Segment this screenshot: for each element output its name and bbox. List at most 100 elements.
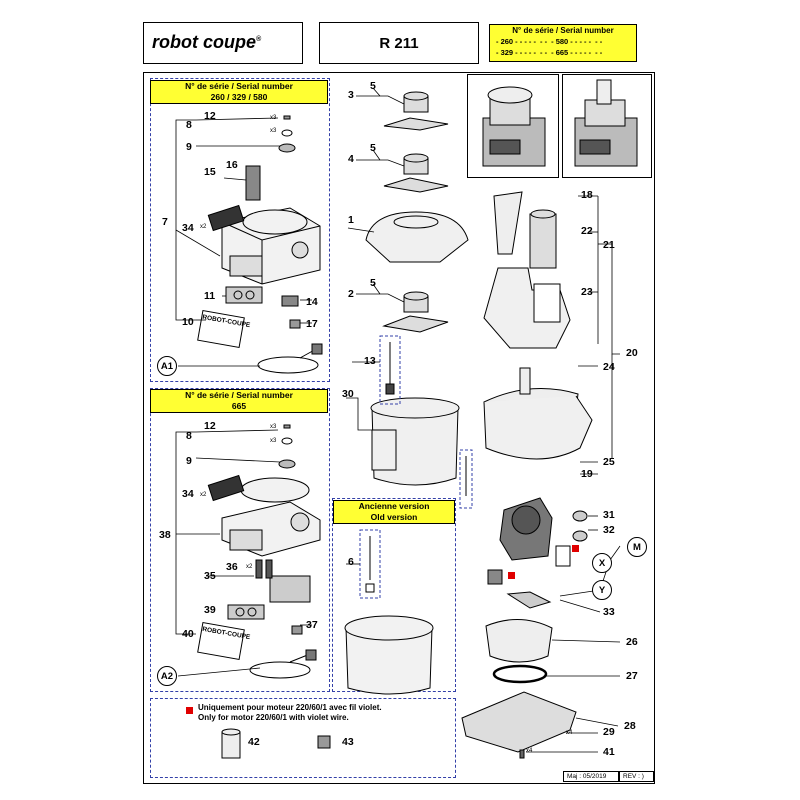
serial-row: - 260 - - - - - - - - 580 - - - - - - - bbox=[494, 36, 604, 47]
callout: 17 bbox=[306, 318, 318, 330]
serial-cell: - 665 - - - - - bbox=[551, 48, 592, 57]
foot-41-art bbox=[519, 749, 525, 759]
panel-note bbox=[150, 698, 456, 778]
callout: 32 bbox=[603, 524, 615, 536]
callout: 15 bbox=[204, 166, 216, 178]
grille-2-art bbox=[207, 474, 245, 502]
note-marker-y bbox=[508, 572, 515, 579]
motor-base-1-art bbox=[221, 207, 321, 285]
serial-cell: - - bbox=[540, 48, 548, 57]
panel-title-line1: N° de série / Serial number bbox=[185, 81, 293, 91]
callout: 7 bbox=[162, 216, 168, 228]
serial-cell: - 329 - - - - - bbox=[496, 48, 537, 57]
model-box: R 211 bbox=[319, 22, 479, 64]
shaft-19-art bbox=[459, 449, 473, 509]
callout: 9 bbox=[186, 141, 192, 153]
qty-label: x4 bbox=[566, 730, 573, 736]
serial-cell: - - bbox=[595, 48, 603, 57]
grille-1-art bbox=[207, 204, 245, 232]
callout: 2 bbox=[348, 288, 354, 300]
housing-25-art bbox=[483, 395, 593, 460]
machine-photo-2-art bbox=[574, 79, 638, 167]
panel-bottom-left-title: N° de série / Serial number 665 bbox=[150, 389, 328, 413]
callout: 42 bbox=[248, 736, 260, 748]
ring-26-art bbox=[485, 618, 553, 663]
cable-1-art bbox=[257, 343, 323, 374]
callout: 22 bbox=[581, 225, 593, 237]
callout: 5 bbox=[370, 277, 376, 289]
note-marker-x bbox=[572, 545, 579, 552]
callout: 13 bbox=[364, 355, 376, 367]
pusher-22-art bbox=[529, 209, 557, 269]
callout: 31 bbox=[603, 509, 615, 521]
callout: 33 bbox=[603, 606, 615, 618]
callout: 28 bbox=[624, 720, 636, 732]
callout-a1: A1 bbox=[157, 356, 177, 376]
screw-2-art bbox=[278, 424, 296, 469]
callout: 21 bbox=[603, 239, 615, 251]
cable-2-art bbox=[249, 625, 317, 679]
callout: 16 bbox=[226, 159, 238, 171]
header-serial-title: N° de série / Serial number bbox=[512, 26, 614, 35]
motor-base-2-art bbox=[221, 477, 321, 557]
callout: 12 bbox=[204, 110, 216, 122]
callout: 37 bbox=[306, 619, 318, 631]
base-28-art bbox=[461, 691, 577, 753]
callout: 5 bbox=[370, 142, 376, 154]
qty-label: x2 bbox=[200, 492, 207, 498]
header-serial-table: - 260 - - - - - - - - 580 - - - - - - - … bbox=[494, 36, 604, 58]
panel-top-left bbox=[150, 78, 330, 382]
callout: 9 bbox=[186, 455, 192, 467]
callout: 43 bbox=[342, 736, 354, 748]
panel-top-left-title: N° de série / Serial number 260 / 329 / … bbox=[150, 80, 328, 104]
serial-cell: - - bbox=[595, 37, 603, 46]
relay-1-art bbox=[245, 165, 261, 201]
capacitor-42-art bbox=[221, 728, 241, 759]
logo-box: robot coupe® bbox=[143, 22, 303, 64]
qty-label: x3 bbox=[270, 438, 277, 444]
note-english: Only for motor 220/60/1 with violet wire… bbox=[198, 713, 349, 722]
callout: 19 bbox=[581, 468, 593, 480]
footer-rev: REV : ) bbox=[619, 771, 654, 782]
callout: 36 bbox=[226, 561, 238, 573]
panel-title-line2: 665 bbox=[231, 401, 247, 411]
blade-2-art bbox=[382, 291, 449, 333]
machine-photo-1-art bbox=[482, 86, 546, 167]
footer-date: Maj : 05/2019 bbox=[563, 771, 619, 782]
callout: 6 bbox=[348, 556, 354, 568]
callout: 30 bbox=[342, 388, 354, 400]
panel-bottom-left bbox=[150, 388, 330, 692]
gasket-27-art bbox=[492, 664, 548, 684]
qty-label: x4 bbox=[526, 748, 533, 754]
switch-1-art bbox=[225, 286, 263, 304]
callout: 1 bbox=[348, 214, 354, 226]
bowl-art bbox=[370, 397, 460, 486]
callout: 18 bbox=[581, 189, 593, 201]
bowl-old-art bbox=[344, 615, 434, 695]
serial-row: - 329 - - - - - - - - 665 - - - - - - - bbox=[494, 47, 604, 58]
screw-1-art bbox=[278, 115, 296, 153]
callout: 20 bbox=[626, 347, 638, 359]
switch-2b-art bbox=[227, 604, 265, 620]
callout: 12 bbox=[204, 420, 216, 432]
panel-title-line1: Ancienne version bbox=[358, 501, 430, 511]
callout: 14 bbox=[306, 296, 318, 308]
fan-33-art bbox=[506, 591, 552, 609]
relay-43-art bbox=[317, 735, 331, 749]
callout: 23 bbox=[581, 286, 593, 298]
switch-2-art bbox=[255, 559, 311, 603]
motor-art bbox=[499, 497, 553, 561]
lid-art bbox=[365, 211, 469, 263]
callout: 40 bbox=[182, 628, 194, 640]
capacitor-31-art bbox=[572, 510, 588, 542]
callout: 5 bbox=[370, 80, 376, 92]
model-title: R 211 bbox=[379, 35, 419, 52]
callout-y: Y bbox=[592, 580, 612, 600]
callout: 8 bbox=[186, 119, 192, 131]
callout: 8 bbox=[186, 430, 192, 442]
qty-label: x3 bbox=[270, 128, 277, 134]
callout: 34 bbox=[182, 222, 194, 234]
callout: 38 bbox=[159, 529, 171, 541]
relay-y-art bbox=[487, 569, 503, 585]
callout: 41 bbox=[603, 746, 615, 758]
